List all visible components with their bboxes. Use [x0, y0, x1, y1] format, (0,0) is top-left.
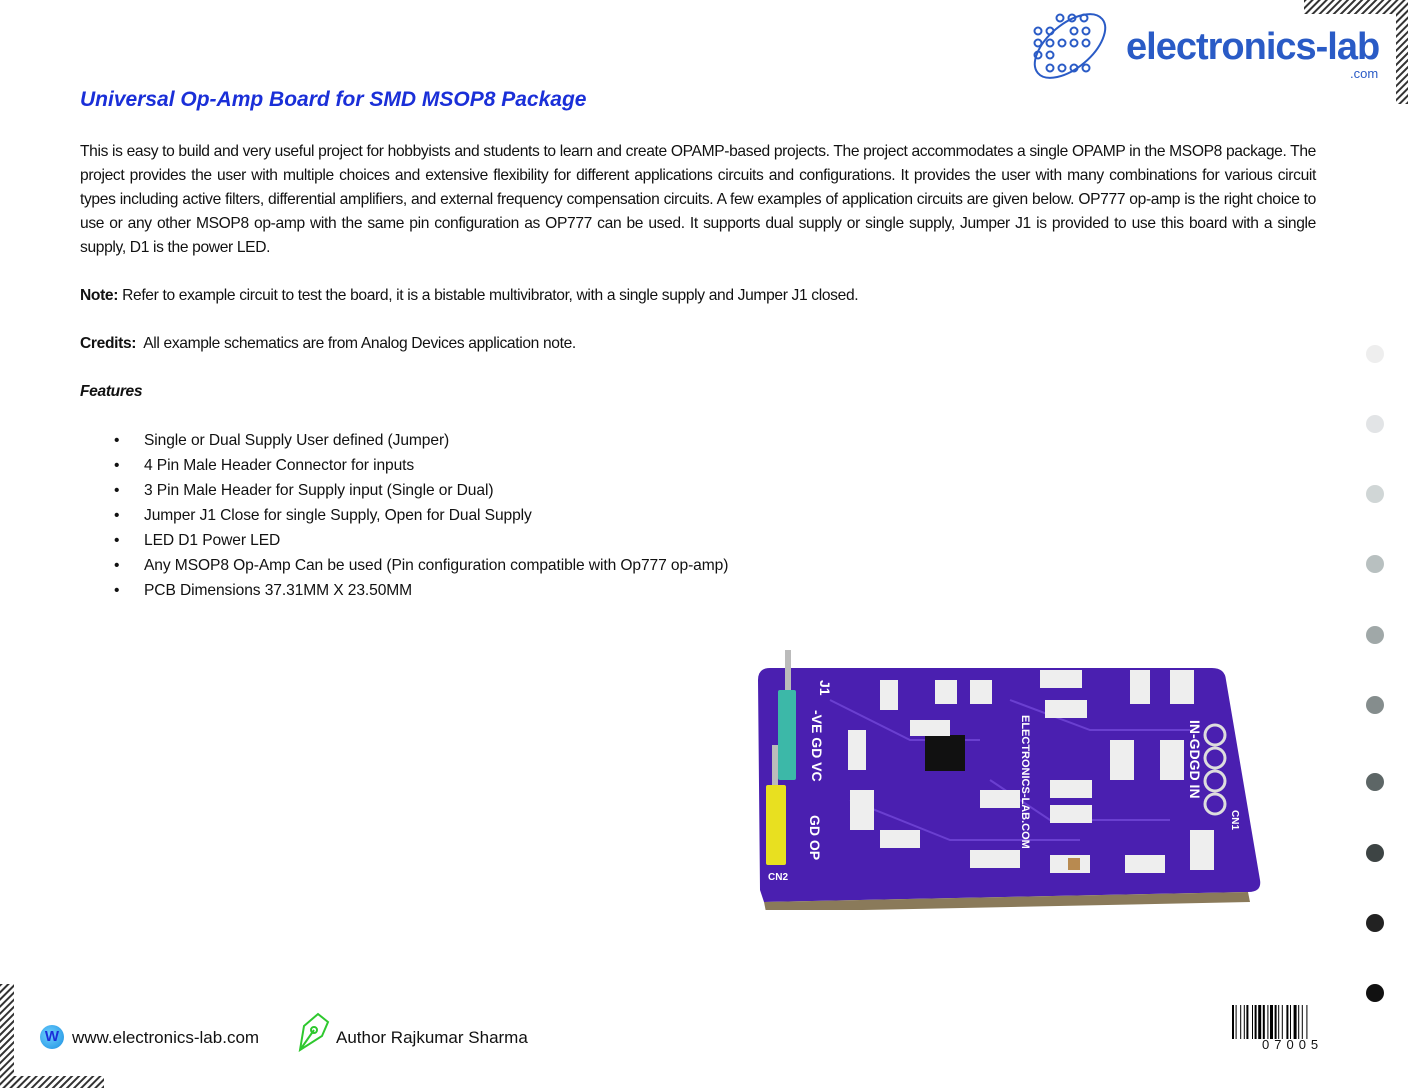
pen-nib-icon [298, 1012, 330, 1052]
dot [1366, 626, 1384, 644]
note-label: Note: [80, 287, 119, 304]
barcode-bar [1258, 1005, 1262, 1039]
bullet: • [114, 457, 120, 474]
note-text: Refer to example circuit to test the boa… [118, 287, 859, 304]
list-item: • Single or Dual Supply User defined (Jum… [114, 428, 1316, 453]
barcode-bar [1262, 1005, 1265, 1039]
dot [1366, 844, 1384, 862]
intro-paragraph: This is easy to build and very useful pr… [80, 143, 1316, 256]
barcode-bar [1274, 1005, 1277, 1039]
barcode-bar [1246, 1005, 1249, 1039]
dot [1366, 485, 1384, 503]
pcb-label-cn1: CN1 [1229, 810, 1240, 830]
barcode-bar [1293, 1005, 1297, 1039]
credits-text: All example schematics are from Analog D… [136, 335, 576, 352]
dot [1366, 914, 1384, 932]
page-title: Universal Op-Amp Board for SMD MSOP8 Pac… [80, 88, 587, 111]
document-body: This is easy to build and very useful pr… [80, 140, 1316, 603]
pcb-label-cn2: CN2 [768, 872, 788, 883]
list-item: • LED D1 Power LED [114, 528, 1316, 553]
dot [1366, 984, 1384, 1002]
credits-label: Credits: [80, 335, 137, 352]
barcode-bar [1252, 1005, 1253, 1039]
barcode-bar [1301, 1005, 1303, 1039]
bullet: • [114, 582, 120, 599]
barcode [1232, 1005, 1308, 1039]
features-heading: Features [80, 383, 143, 400]
pcb-silkscreen: ELECTRONICS-LAB.COM [1019, 715, 1031, 849]
feature-text: LED D1 Power LED [144, 532, 281, 549]
barcode-bar [1298, 1005, 1300, 1039]
barcode-bar [1254, 1005, 1257, 1039]
pcb-label-supply: -VE GD VC [809, 710, 825, 782]
list-item: • 4 Pin Male Header Connector for inputs [114, 453, 1316, 478]
dot [1366, 555, 1384, 573]
barcode-bar [1281, 1005, 1283, 1039]
list-item: • Any MSOP8 Op-Amp Can be used (Pin confi… [114, 553, 1316, 578]
list-item: • Jumper J1 Close for single Supply, Open… [114, 503, 1316, 528]
feature-text: Any MSOP8 Op-Amp Can be used (Pin config… [144, 557, 729, 574]
corner-hatch-decoration [0, 984, 104, 1088]
electronics-lab-logo: electronics-lab .com [1030, 8, 1390, 84]
dot [1366, 345, 1384, 363]
barcode-bar [1286, 1005, 1289, 1039]
logo-text: electronics-lab [1126, 26, 1380, 68]
bullet: • [114, 482, 120, 499]
dot [1366, 773, 1384, 791]
feature-text: Single or Dual Supply User defined (Jump… [144, 432, 450, 449]
website-icon: W [40, 1025, 64, 1049]
barcode-bar [1243, 1005, 1245, 1039]
logo-suffix: .com [1350, 66, 1379, 81]
barcode-bar [1232, 1005, 1234, 1039]
dot [1366, 415, 1384, 433]
corner-hatch-decoration [1304, 0, 1408, 104]
footer-website-link[interactable]: www.electronics-lab.com [72, 1028, 260, 1047]
bullet: • [114, 532, 120, 549]
bullet: • [114, 432, 120, 449]
barcode-bar [1290, 1005, 1291, 1039]
list-item: • 3 Pin Male Header for Supply input (Sin… [114, 478, 1316, 503]
barcode-bar [1267, 1005, 1269, 1039]
footer-author: Author Rajkumar Sharma [336, 1028, 528, 1047]
logo-dots-icon [1033, 13, 1107, 79]
bullet: • [114, 507, 120, 524]
barcode-number: 07005 [1262, 1037, 1324, 1052]
pcb-board-photo: J1 -VE GD VC GD OP IN-GDGD IN ELECTRONIC… [758, 650, 1261, 910]
barcode-bar [1235, 1005, 1237, 1039]
feature-text: PCB Dimensions 37.31MM X 23.50MM [144, 582, 413, 599]
list-item: • PCB Dimensions 37.31MM X 23.50MM [114, 578, 1316, 603]
bullet: • [114, 557, 120, 574]
feature-text: Jumper J1 Close for single Supply, Open … [144, 507, 532, 524]
feature-text: 3 Pin Male Header for Supply input (Sing… [144, 482, 494, 499]
pcb-label-input: IN-GDGD IN [1187, 720, 1203, 799]
barcode-bar [1278, 1005, 1280, 1039]
barcode-bar [1270, 1005, 1273, 1039]
barcode-bar [1240, 1005, 1242, 1039]
dot [1366, 696, 1384, 714]
barcode-bar [1306, 1005, 1308, 1039]
feature-text: 4 Pin Male Header Connector for inputs [144, 457, 415, 474]
features-list: • Single or Dual Supply User defined (Jum… [80, 428, 1316, 603]
pcb-label-j1: J1 [817, 680, 833, 696]
pcb-label-output: GD OP [807, 815, 823, 860]
credits-paragraph: Credits: All example schematics are from… [80, 332, 1316, 356]
note-paragraph: Note: Refer to example circuit to test t… [80, 284, 1316, 308]
